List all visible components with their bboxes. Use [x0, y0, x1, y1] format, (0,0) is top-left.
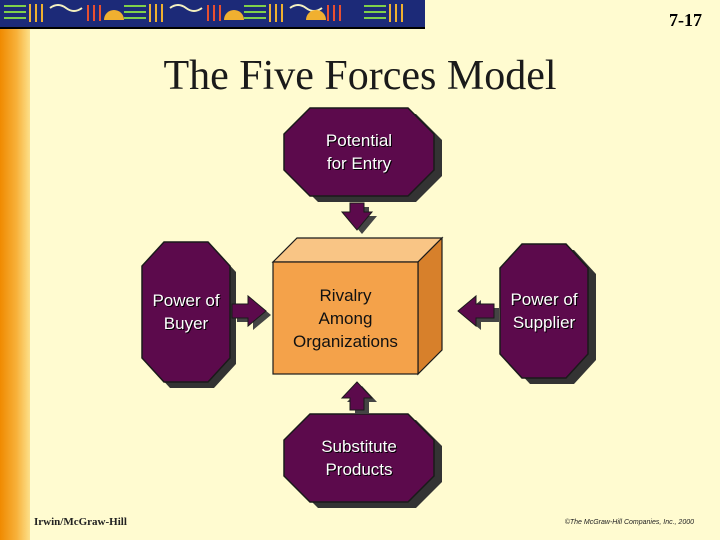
arrow-left-right: [231, 294, 271, 330]
slide-title: The Five Forces Model: [163, 53, 557, 99]
arrow-top-down: [340, 202, 377, 234]
slide-number: 7-17: [669, 10, 702, 30]
force-substitute-products-shape: [283, 413, 442, 508]
banner-pattern: [4, 4, 403, 22]
arrow-bottom-up: [340, 381, 377, 414]
arrow-right-left: [457, 294, 499, 330]
force-power-of-buyer-shape: [141, 241, 236, 388]
footer-publisher: Irwin/McGraw-Hill: [34, 516, 127, 528]
force-power-of-buyer-label: Power of Buyer: [152, 291, 220, 333]
force-power-of-supplier-shape: [499, 243, 596, 384]
force-power-of-supplier-label: Power of Supplier: [510, 290, 578, 332]
decorative-header-banner: [0, 0, 425, 29]
force-rivalry-label: Rivalry Among Organizations: [293, 285, 398, 351]
footer-copyright: ©The McGraw-Hill Companies, Inc., 2000: [564, 519, 694, 526]
force-potential-entry-label: Potential for Entry: [325, 131, 393, 173]
force-substitute-products-label: Substitute Products: [321, 437, 397, 479]
force-rivalry-cube-shape: [271, 236, 444, 376]
force-potential-entry-shape: [283, 107, 442, 202]
left-gradient-strip: [0, 0, 30, 540]
